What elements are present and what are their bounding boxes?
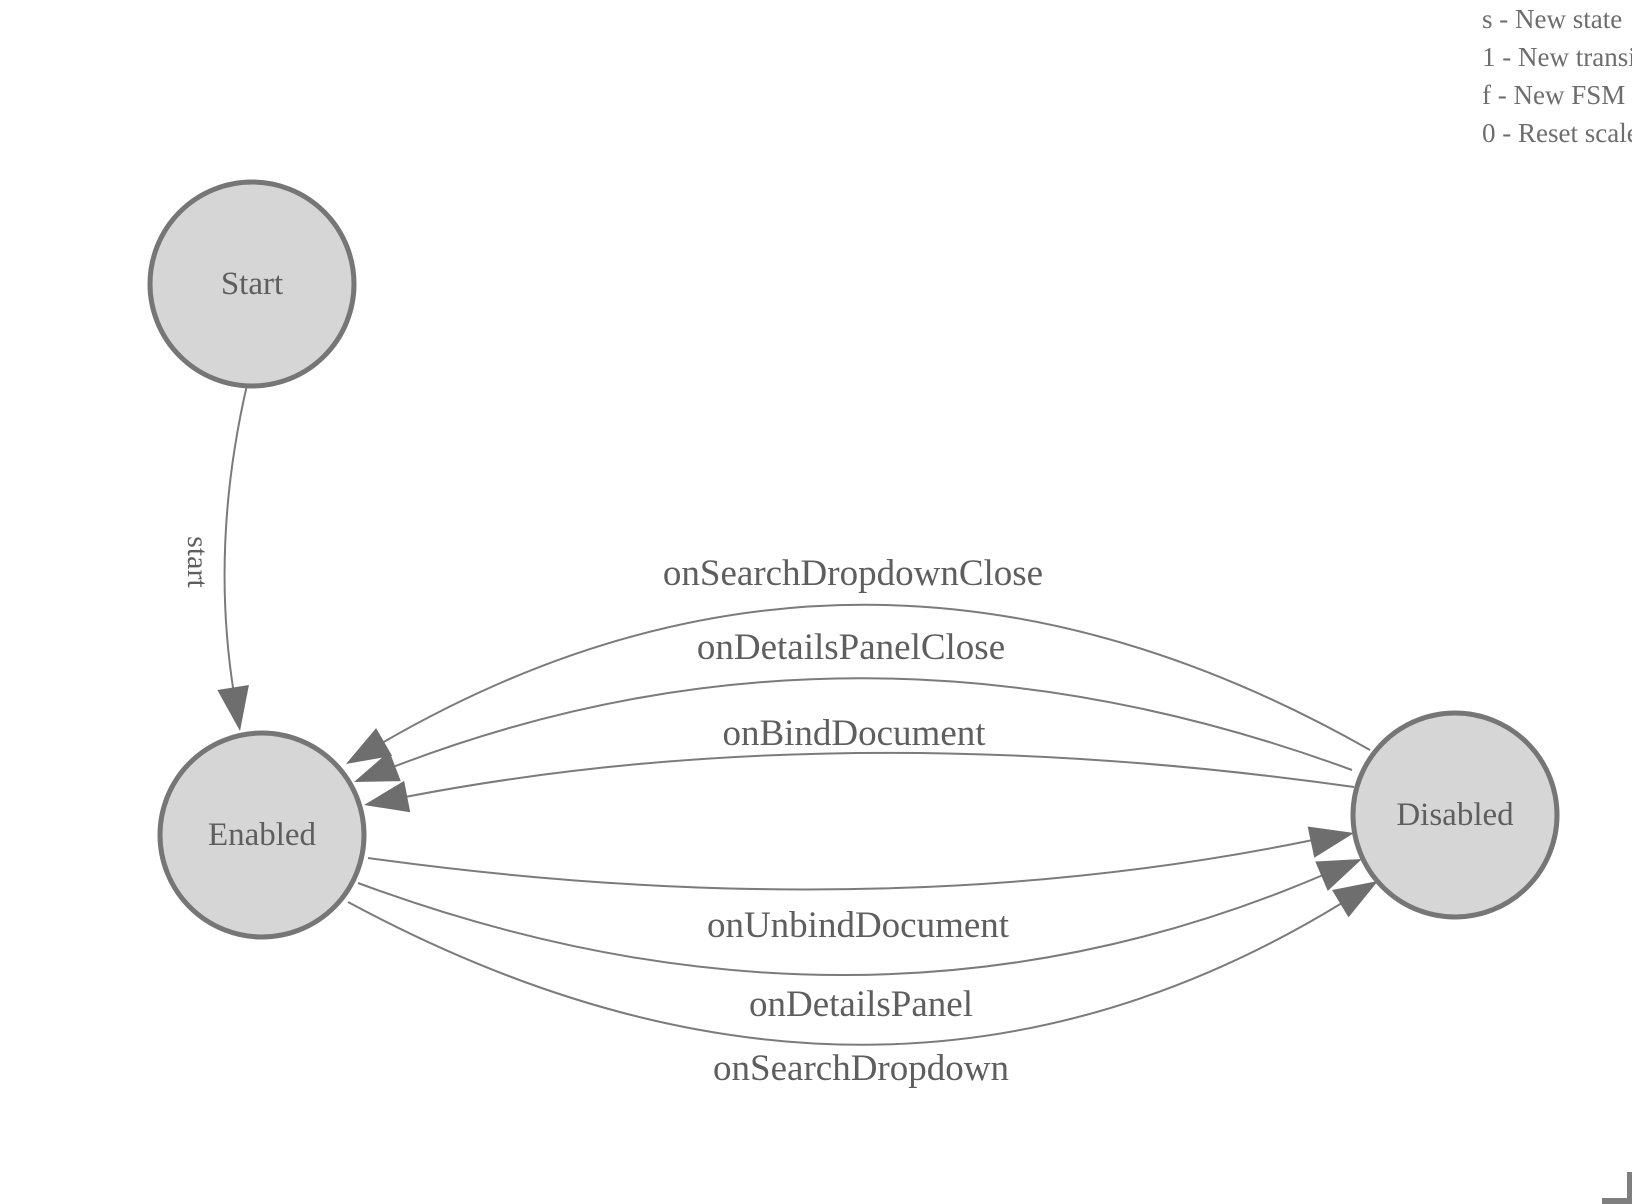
legend-line-new-fsm: f - New FSM [1482, 80, 1625, 110]
transition-path-onUnbindDocument[interactable] [367, 839, 1314, 891]
transition-onDetailsPanelClose: onDetailsPanelClose [354, 627, 1353, 782]
state-circle[interactable] [147, 179, 357, 389]
transition-label: onUnbindDocument [707, 905, 1010, 946]
state-label: Start [221, 266, 283, 302]
state-label: Enabled [208, 817, 317, 853]
arrowhead-icon [1315, 859, 1362, 891]
canvas-corner-horizontal [1602, 1198, 1632, 1204]
state-label: Disabled [1396, 797, 1514, 833]
arrowhead-icon [364, 780, 411, 813]
transition-label: onDetailsPanelClose [697, 627, 1005, 668]
arrowhead-icon [217, 685, 249, 731]
transition-path-onSearchDropdown[interactable] [347, 901, 1343, 1046]
transition-path-onBindDocument[interactable] [404, 751, 1355, 798]
transition-onBindDocument: onBindDocument [364, 713, 1355, 813]
transition-path-start[interactable] [223, 384, 248, 695]
state-node-enabled[interactable]: Enabled [157, 730, 367, 940]
legend: s - New state 1 - New transition f - New… [1482, 4, 1632, 148]
state-node-start[interactable]: Start [147, 179, 357, 389]
transition-label: start [181, 536, 214, 588]
arrowhead-icon [1332, 881, 1378, 918]
arrowhead-icon [1307, 826, 1354, 858]
transition-label: onSearchDropdown [713, 1048, 1009, 1089]
state-circle[interactable] [157, 730, 367, 940]
transition-onSearchDropdownClose: onSearchDropdownClose [346, 553, 1371, 764]
transition-start: start [181, 384, 249, 731]
transition-path-onDetailsPanelClose[interactable] [392, 677, 1353, 771]
legend-line-reset: 0 - Reset scale [1482, 118, 1632, 148]
transition-onSearchDropdown: onSearchDropdown [347, 881, 1378, 1089]
canvas-corner [1602, 1172, 1632, 1204]
transition-onUnbindDocument: onUnbindDocument [367, 826, 1354, 946]
transition-label: onBindDocument [722, 713, 986, 754]
legend-line-new-state: s - New state [1482, 4, 1622, 34]
canvas-corner-vertical [1627, 1172, 1632, 1204]
transition-path-onDetailsPanel[interactable] [357, 874, 1324, 976]
arrowhead-icon [354, 751, 401, 782]
transition-label: onSearchDropdownClose [663, 553, 1043, 594]
transition-path-onSearchDropdownClose[interactable] [381, 603, 1371, 751]
transition-onDetailsPanel: onDetailsPanel [357, 859, 1362, 1025]
transition-label: onDetailsPanel [749, 984, 973, 1025]
arrowhead-icon [346, 728, 393, 764]
state-circle[interactable] [1350, 710, 1560, 920]
legend-line-new-transition: 1 - New transition [1482, 42, 1632, 72]
state-node-disabled[interactable]: Disabled [1350, 710, 1560, 920]
